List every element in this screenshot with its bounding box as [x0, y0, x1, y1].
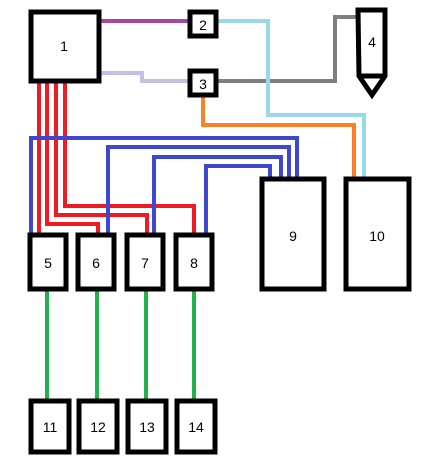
node-5-label: 5: [44, 255, 52, 271]
node-10-label: 10: [369, 228, 385, 244]
node-1-label: 1: [60, 38, 68, 54]
node-6-label: 6: [92, 255, 100, 271]
node-9: 9: [259, 176, 327, 292]
edge-1-6: [45, 82, 100, 233]
node-12-label: 12: [90, 419, 106, 435]
edge-1-3: [100, 71, 190, 83]
node-5: 5: [27, 232, 69, 292]
node-14-label: 14: [188, 419, 204, 435]
edge-5-9: [29, 136, 299, 233]
node-8-label: 8: [190, 255, 198, 271]
node-14: 14: [174, 398, 218, 455]
node-8: 8: [173, 232, 215, 292]
edge-3-4: [216, 15, 357, 83]
node-3-label: 3: [199, 76, 207, 92]
node-11: 11: [28, 398, 72, 455]
node-10: 10: [343, 176, 412, 292]
edge-3-10: [201, 95, 356, 178]
node-1: 1: [28, 9, 102, 84]
edge-1-8: [63, 82, 196, 233]
node-7-label: 7: [141, 255, 149, 271]
node-4: 4: [355, 7, 388, 100]
node-9-label: 9: [289, 228, 297, 244]
edge-7-9: [152, 155, 283, 233]
node-11-label: 11: [43, 419, 58, 435]
edge-8-9: [204, 164, 272, 233]
node-13-label: 13: [139, 419, 155, 435]
edge-2-10: [216, 19, 366, 178]
node-2: 2: [187, 9, 219, 39]
edge-6-9: [106, 145, 291, 233]
node-4-label: 4: [368, 34, 376, 50]
edge-1-7: [54, 82, 149, 233]
node-6: 6: [75, 232, 117, 292]
node-7: 7: [124, 232, 166, 292]
node-12: 12: [76, 398, 120, 455]
node-3: 3: [187, 68, 219, 98]
node-2-label: 2: [199, 17, 207, 33]
node-13: 13: [125, 398, 169, 455]
